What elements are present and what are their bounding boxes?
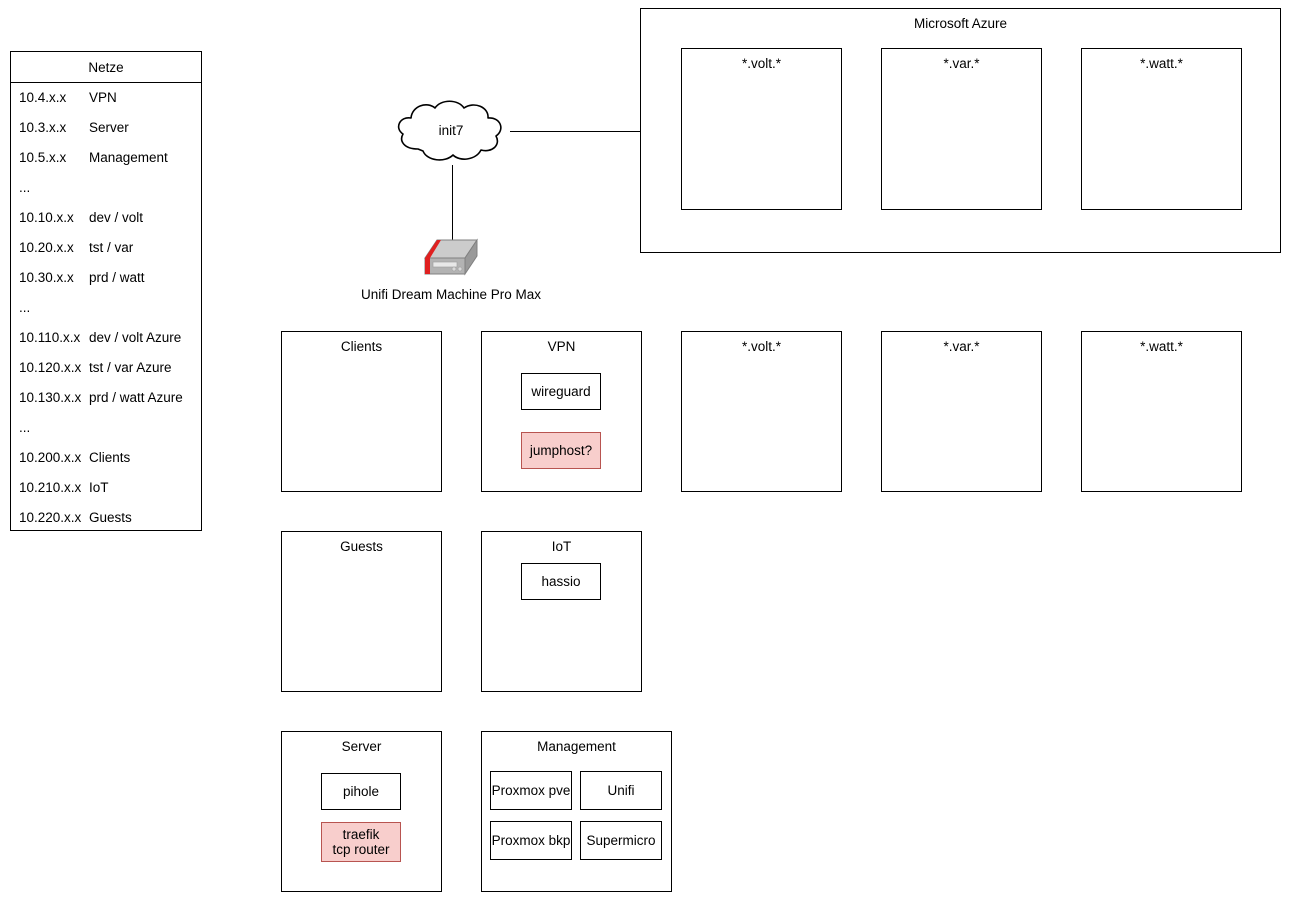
- netze-row-label: tst / var Azure: [89, 360, 172, 375]
- netze-row-cidr: ...: [19, 300, 31, 315]
- netze-row-label: Management: [89, 150, 168, 165]
- netze-row-cidr: 10.210.x.x: [19, 480, 82, 495]
- azure-zone-watt-title: *.watt.*: [1140, 56, 1183, 71]
- netze-row-label: dev / volt Azure: [89, 330, 182, 345]
- netze-row: 10.10.x.x dev / volt: [11, 203, 201, 233]
- azure-zone-volt: *.volt.*: [681, 48, 842, 210]
- netze-row-label: dev / volt: [89, 210, 144, 225]
- vlan-iot: IoT: [481, 531, 642, 692]
- vlan-guests: Guests: [281, 531, 442, 692]
- node-supermicro[interactable]: Supermicro: [580, 821, 662, 860]
- netze-row-label: prd / watt: [89, 270, 145, 285]
- router-icon: [424, 238, 478, 276]
- netze-row-cidr: ...: [19, 420, 31, 435]
- netze-row: 10.120.x.x tst / var Azure: [11, 353, 201, 383]
- netze-row-cidr: 10.200.x.x: [19, 450, 82, 465]
- node-unifi[interactable]: Unifi: [580, 771, 662, 810]
- azure-zone-var-title: *.var.*: [943, 56, 980, 71]
- netze-row: ...: [11, 173, 201, 203]
- node-pihole[interactable]: pihole: [321, 773, 401, 810]
- node-hassio[interactable]: hassio: [521, 563, 601, 600]
- vlan-vpn-title: VPN: [547, 339, 576, 354]
- netze-row-cidr: ...: [19, 180, 31, 195]
- vlan-clients: Clients: [281, 331, 442, 492]
- vlan-iot-title: IoT: [551, 539, 572, 554]
- node-wireguard[interactable]: wireguard: [521, 373, 601, 410]
- router-caption: Unifi Dream Machine Pro Max: [360, 287, 542, 302]
- netze-row: ...: [11, 293, 201, 323]
- node-proxmox-pve[interactable]: Proxmox pve: [490, 771, 572, 810]
- link-cloud-to-azure: [510, 131, 640, 132]
- netze-row: 10.20.x.x tst / var: [11, 233, 201, 263]
- netze-row-cidr: 10.10.x.x: [19, 210, 74, 225]
- vlan-var: *.var.*: [881, 331, 1042, 492]
- vlan-management-title: Management: [537, 739, 616, 754]
- netze-row: 10.130.x.x prd / watt Azure: [11, 383, 201, 413]
- netze-legend-title: Netze: [11, 52, 201, 83]
- netze-row: 10.5.x.x Management: [11, 143, 201, 173]
- azure-zone-var: *.var.*: [881, 48, 1042, 210]
- netze-row: 10.210.x.x IoT: [11, 473, 201, 503]
- netze-row-cidr: 10.130.x.x: [19, 390, 82, 405]
- netze-row-label: Server: [89, 120, 129, 135]
- netze-row-label: Guests: [89, 510, 132, 525]
- netze-row-cidr: 10.120.x.x: [19, 360, 82, 375]
- link-cloud-to-router: [452, 165, 453, 243]
- netze-row: 10.30.x.x prd / watt: [11, 263, 201, 293]
- vlan-var-title: *.var.*: [943, 339, 980, 354]
- netze-legend-rows: 10.4.x.x VPN 10.3.x.x Server 10.5.x.x Managem…: [11, 83, 201, 533]
- vlan-watt: *.watt.*: [1081, 331, 1242, 492]
- unifi-router-device: [420, 238, 482, 282]
- netze-row: 10.110.x.x dev / volt Azure: [11, 323, 201, 353]
- netze-row-label: Clients: [89, 450, 131, 465]
- vlan-guests-title: Guests: [340, 539, 383, 554]
- cloud-icon: [397, 100, 502, 161]
- vlan-clients-title: Clients: [340, 339, 383, 354]
- vlan-volt-title: *.volt.*: [741, 339, 782, 354]
- netze-row-label: VPN: [89, 90, 117, 105]
- node-jumphost[interactable]: jumphost?: [521, 432, 601, 469]
- azure-zone-volt-title: *.volt.*: [741, 56, 782, 71]
- azure-title: Microsoft Azure: [913, 16, 1008, 31]
- netze-row-cidr: 10.4.x.x: [19, 90, 67, 105]
- vlan-watt-title: *.watt.*: [1140, 339, 1183, 354]
- netze-row-cidr: 10.110.x.x: [19, 330, 81, 345]
- netze-row-cidr: 10.5.x.x: [19, 150, 67, 165]
- netze-row: ...: [11, 413, 201, 443]
- netze-row: 10.200.x.x Clients: [11, 443, 201, 473]
- netze-row: 10.3.x.x Server: [11, 113, 201, 143]
- vlan-server-title: Server: [341, 739, 382, 754]
- init7-cloud: init7: [390, 97, 512, 167]
- node-traefik-tcp-router[interactable]: traefik tcp router: [321, 822, 401, 862]
- netze-row-label: tst / var: [89, 240, 134, 255]
- netze-row-cidr: 10.220.x.x: [19, 510, 82, 525]
- vlan-management: Management: [481, 731, 672, 892]
- netze-legend-table: Netze 10.4.x.x VPN 10.3.x.x Server 10.5.x.x M…: [10, 51, 202, 531]
- node-proxmox-bkp[interactable]: Proxmox bkp: [490, 821, 572, 860]
- netze-row-cidr: 10.3.x.x: [19, 120, 67, 135]
- vlan-server: Server: [281, 731, 442, 892]
- netze-row-cidr: 10.30.x.x: [19, 270, 74, 285]
- azure-zone-watt: *.watt.*: [1081, 48, 1242, 210]
- netze-row-label: prd / watt Azure: [89, 390, 183, 405]
- netze-row: 10.220.x.x Guests: [11, 503, 201, 533]
- vlan-volt: *.volt.*: [681, 331, 842, 492]
- netze-row-label: IoT: [89, 480, 109, 495]
- netze-row-cidr: 10.20.x.x: [19, 240, 74, 255]
- cloud-label: init7: [438, 123, 464, 138]
- netze-row: 10.4.x.x VPN: [11, 83, 201, 113]
